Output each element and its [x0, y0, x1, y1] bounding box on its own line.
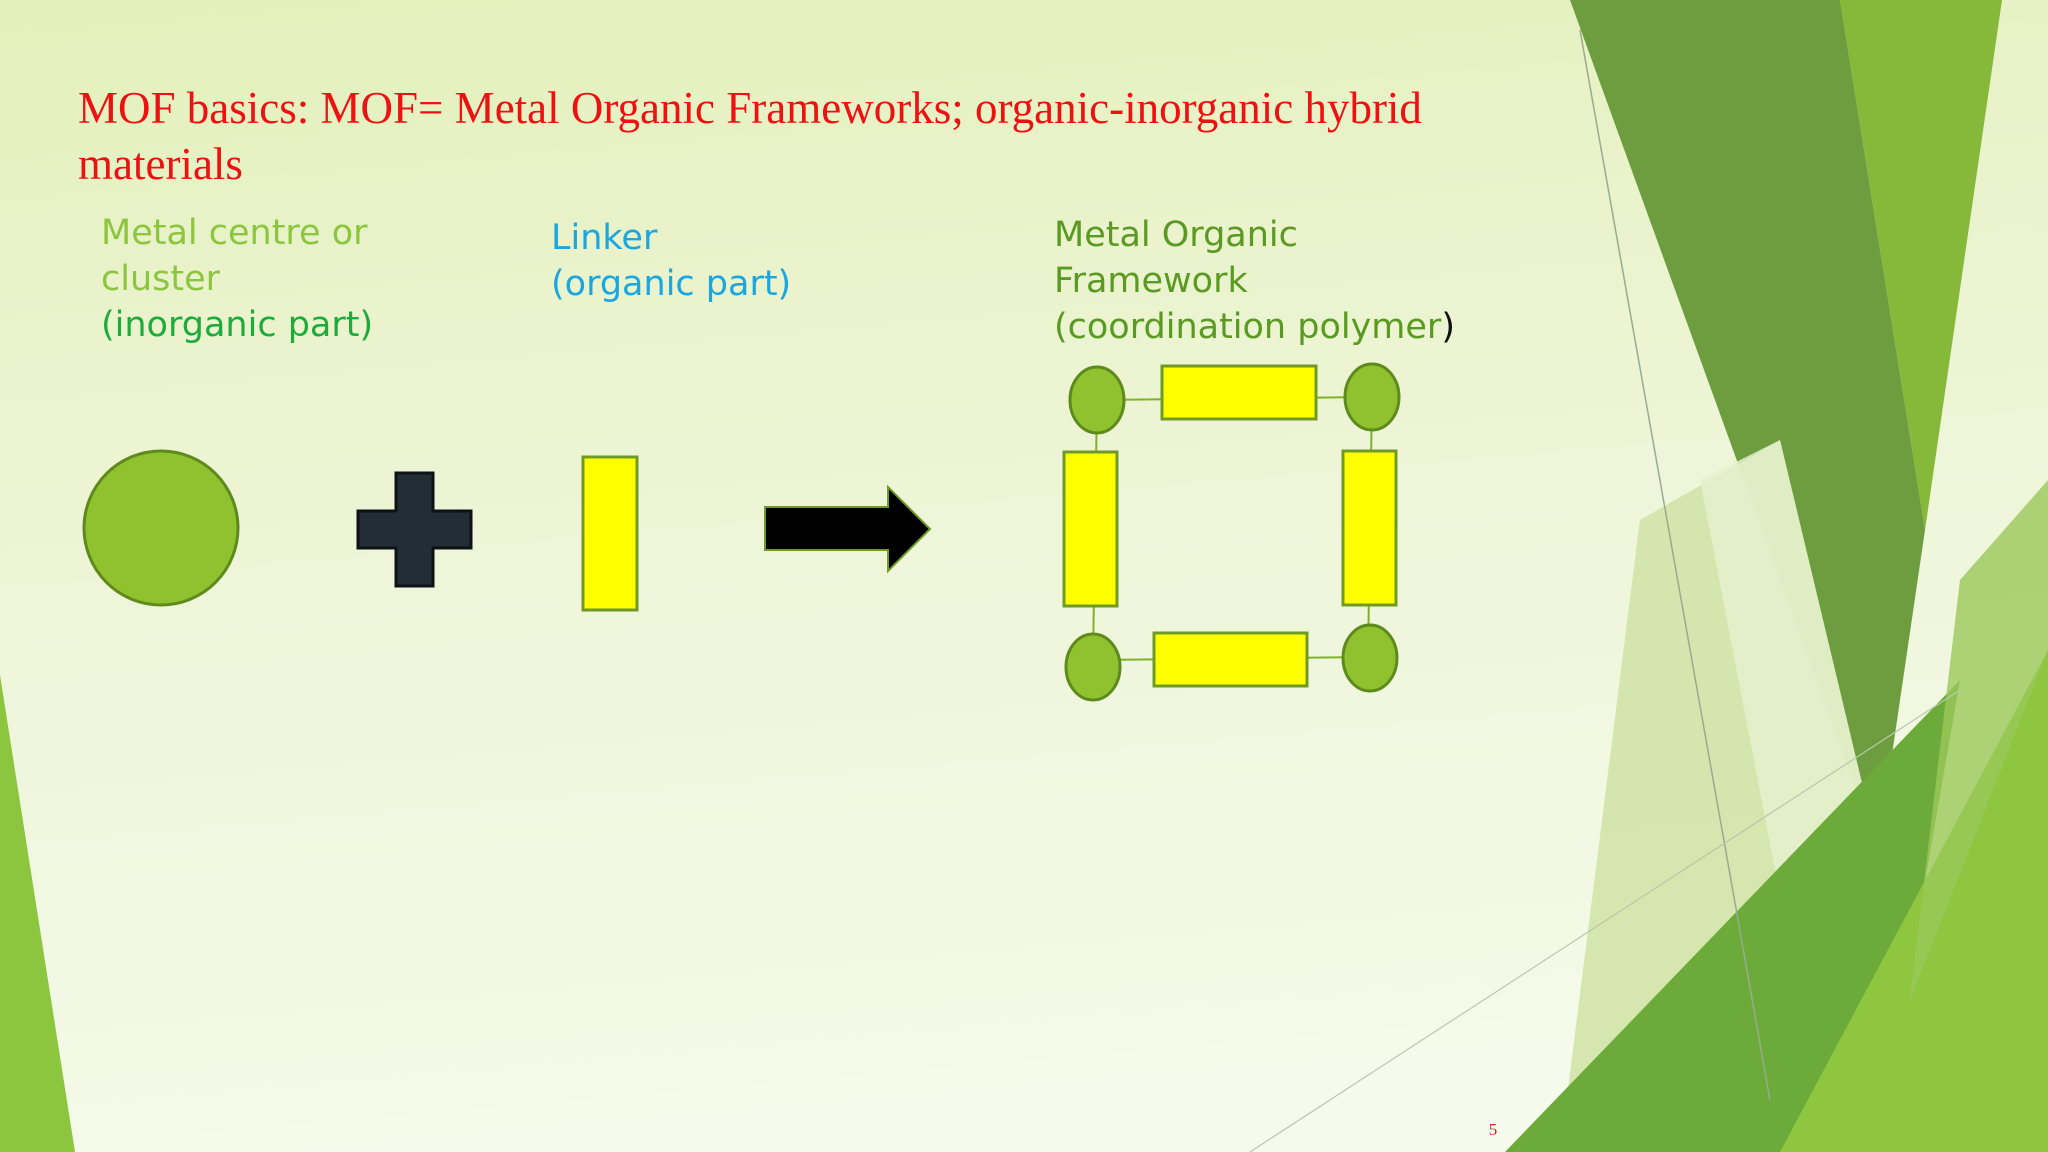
mof-label: Metal Organic Framework (coordination po…	[1054, 212, 1614, 350]
plus-icon	[356, 471, 473, 588]
framework-linker-bottom	[1152, 631, 1309, 688]
inorganic-part-label: (inorganic part)	[101, 305, 374, 345]
metal-label-line: Metal centre or	[101, 213, 368, 253]
metal-centre-label: Metal centre or cluster (inorganic part)	[101, 210, 461, 348]
metal-centre-circle	[82, 449, 240, 607]
metal-label-line: cluster	[101, 259, 221, 299]
page-number: 5	[1488, 1120, 1498, 1139]
framework-node-top-right	[1343, 362, 1401, 432]
linker-label: Linker (organic part)	[551, 215, 911, 307]
mof-label-line: Framework	[1054, 261, 1248, 301]
coordination-polymer-text: (coordination polymer	[1054, 307, 1442, 347]
closing-paren: )	[1441, 307, 1455, 347]
linker-label-line: Linker	[551, 218, 658, 258]
framework-linker-top	[1160, 364, 1318, 421]
framework-node-top-left	[1068, 365, 1126, 435]
linker-rectangle	[581, 455, 639, 612]
right-arrow-icon	[764, 484, 932, 574]
slide-title: MOF basics: MOF= Metal Organic Framework…	[78, 83, 1422, 189]
bg-shape-left	[0, 675, 75, 1152]
coordination-polymer-label: (coordination polymer)	[1054, 304, 1614, 350]
bg-shape-dark	[1570, 0, 1925, 850]
framework-connectors	[1092, 396, 1373, 661]
organic-part-label: (organic part)	[551, 264, 792, 304]
framework-linker-right	[1341, 449, 1398, 607]
framework-node-bottom-left	[1064, 632, 1122, 702]
framework-linker-left	[1062, 450, 1119, 608]
bg-shape-edge	[1910, 480, 2048, 1000]
framework-node-bottom-right	[1341, 623, 1399, 693]
bg-line-1	[1579, 29, 1771, 1101]
mof-label-line: Metal Organic	[1054, 215, 1298, 255]
bg-line-2	[1249, 689, 1961, 1152]
bg-shape-mid	[1840, 0, 2002, 530]
